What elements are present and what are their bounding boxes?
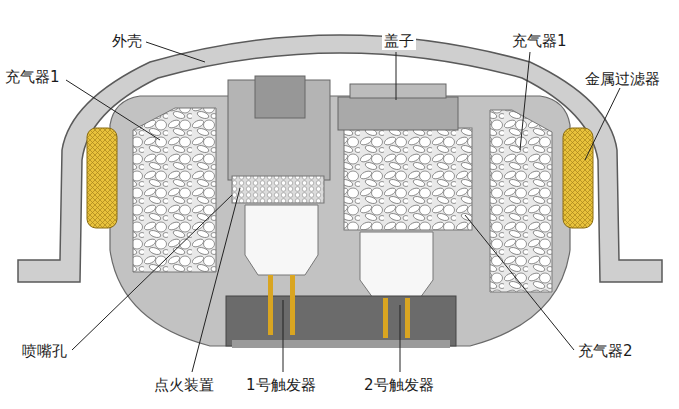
part-label: 金属过滤器 bbox=[583, 70, 662, 88]
part-label: 充气器2 bbox=[576, 342, 635, 360]
part-label: 1号触发器 bbox=[244, 376, 318, 394]
part-label: 点火装置 bbox=[152, 376, 216, 394]
part-label: 充气器1 bbox=[510, 32, 569, 50]
part-label: 盖子 bbox=[382, 32, 416, 50]
part-label: 2号触发器 bbox=[362, 376, 436, 394]
part-label: 外壳 bbox=[110, 32, 144, 50]
part-label: 充气器1 bbox=[3, 68, 62, 86]
part-label: 喷嘴孔 bbox=[20, 342, 69, 360]
